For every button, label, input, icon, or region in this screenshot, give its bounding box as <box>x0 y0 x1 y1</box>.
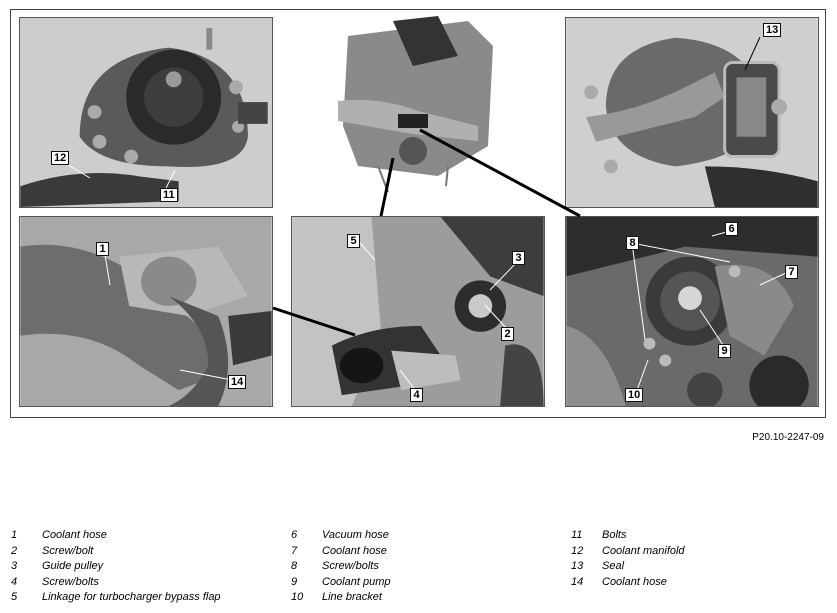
guide-pulley-drawing <box>292 217 544 406</box>
callout-2: 2 <box>501 327 514 341</box>
callout-8: 8 <box>626 236 639 250</box>
callout-6: 6 <box>725 222 738 236</box>
photo-engine-overview <box>318 16 518 192</box>
legend-number: 11 <box>571 529 583 541</box>
legend-number: 4 <box>11 575 18 588</box>
figure-code: P20.10-2247-09 <box>752 432 824 443</box>
photo-coolant-pump <box>565 216 819 407</box>
callout-14: 14 <box>228 375 247 389</box>
legend-item: 11 Bolts <box>571 528 685 544</box>
legend-number: 6 <box>291 529 298 541</box>
legend-item: 2 Screw/bolt <box>11 544 221 560</box>
legend-number: 5 <box>11 591 18 603</box>
callout-1: 1 <box>96 242 109 256</box>
legend-text: Coolant pump <box>322 575 391 588</box>
legend-number: 7 <box>291 544 298 557</box>
legend-item: 7 Coolant hose <box>291 544 391 560</box>
photo-coolant-manifold <box>19 17 273 208</box>
engine-overview-drawing <box>318 16 518 192</box>
callout-11: 11 <box>160 188 178 202</box>
legend-text: Seal <box>602 560 625 572</box>
legend-number: 9 <box>291 575 298 588</box>
legend-item: 4 Screw/bolts <box>11 575 221 591</box>
callout-13: 13 <box>763 23 782 37</box>
legend-text: Bolts <box>602 529 627 541</box>
photo-guide-pulley <box>291 216 545 407</box>
legend-text: Guide pulley <box>42 560 104 572</box>
legend-item: 12 Coolant manifold <box>571 544 685 560</box>
callout-7: 7 <box>785 265 798 279</box>
legend-text: Coolant hose <box>602 575 667 588</box>
legend-item: 14 Coolant hose <box>571 575 685 591</box>
legend-column-3: 11 Bolts 12 Coolant manifold 13 Seal 14 Cool… <box>571 528 685 590</box>
legend-text: Line bracket <box>322 591 382 603</box>
legend-text: Screw/bolts <box>322 560 379 572</box>
callout-4: 4 <box>410 388 423 402</box>
callout-3: 3 <box>512 251 525 265</box>
callout-10: 10 <box>625 388 644 402</box>
photo-seal <box>565 17 819 208</box>
legend-number: 14 <box>571 575 584 588</box>
legend-item: 5 Linkage for turbocharger bypass flap <box>11 590 221 606</box>
legend-number: 2 <box>11 544 18 557</box>
legend-text: Vacuum hose <box>322 529 389 541</box>
legend-number: 1 <box>11 529 18 541</box>
callout-9: 9 <box>718 344 731 358</box>
legend-text: Screw/bolt <box>42 544 94 557</box>
legend-item: 6 Vacuum hose <box>291 528 391 544</box>
legend-text: Coolant hose <box>322 544 387 557</box>
seal-drawing <box>566 18 818 207</box>
coolant-pump-drawing <box>566 217 818 406</box>
legend-item: 10 Line bracket <box>291 590 391 606</box>
legend-text: Coolant manifold <box>602 544 685 557</box>
legend-number: 12 <box>571 544 584 557</box>
legend-text: Linkage for turbocharger bypass flap <box>42 591 221 603</box>
legend-item: 3 Guide pulley <box>11 559 221 575</box>
legend-number: 13 <box>571 560 584 572</box>
legend-text: Coolant hose <box>42 529 107 541</box>
callout-5: 5 <box>347 234 360 248</box>
legend-number: 8 <box>291 560 298 572</box>
legend-number: 10 <box>291 591 304 603</box>
legend-text: Screw/bolts <box>42 575 99 588</box>
legend-item: 8 Screw/bolts <box>291 559 391 575</box>
legend-item: 9 Coolant pump <box>291 575 391 591</box>
callout-12: 12 <box>51 151 70 165</box>
legend-number: 3 <box>11 560 18 572</box>
legend-item: 13 Seal <box>571 559 685 575</box>
coolant-manifold-drawing <box>20 18 272 207</box>
legend-item: 1 Coolant hose <box>11 528 221 544</box>
